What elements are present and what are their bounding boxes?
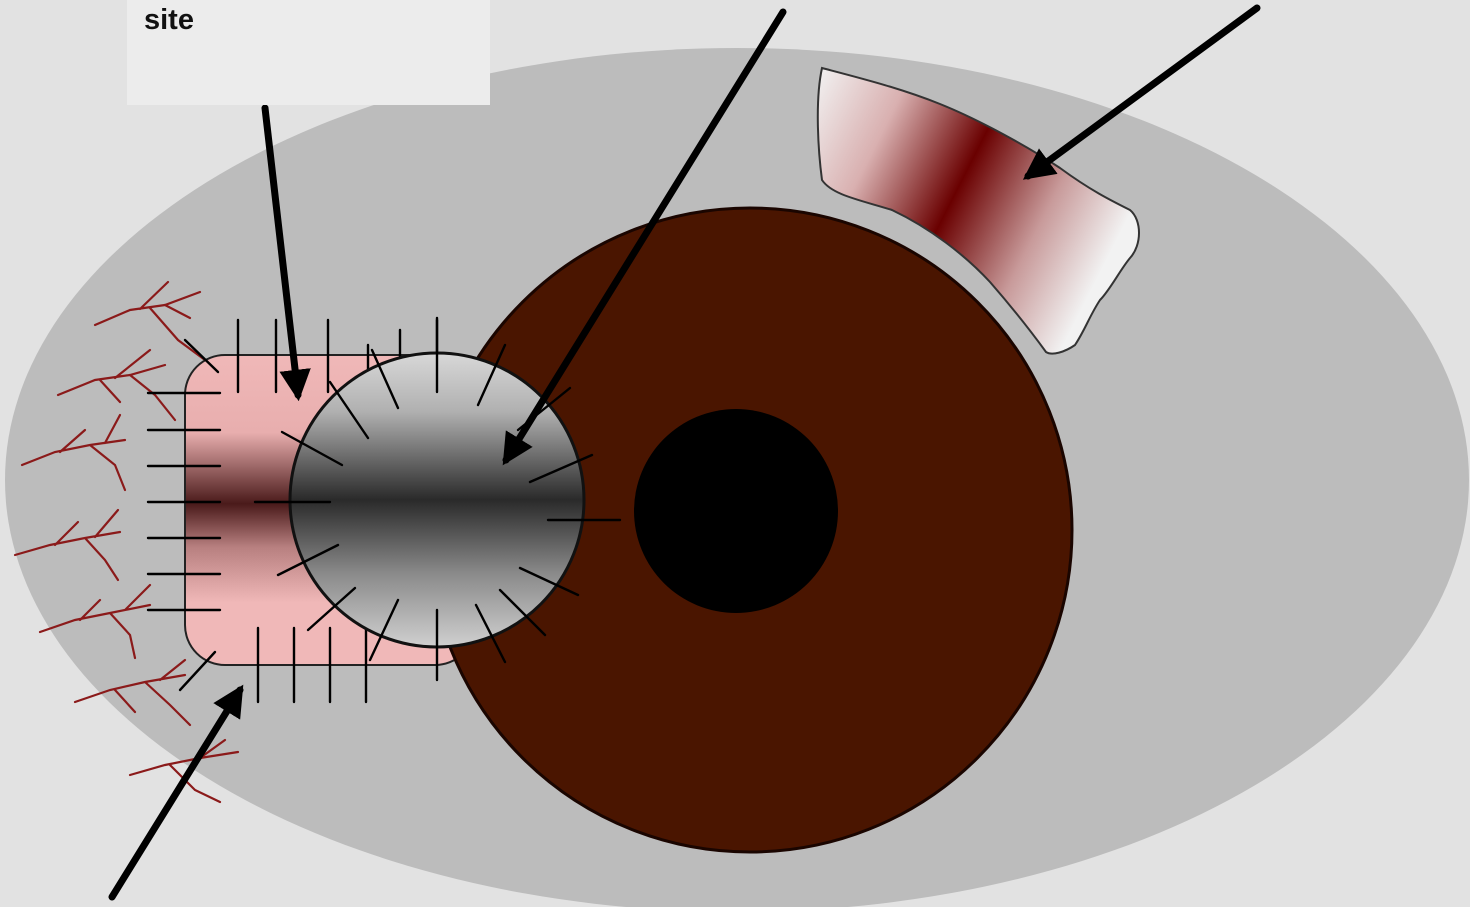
button-graft <box>290 353 584 647</box>
label-text: site <box>144 4 194 36</box>
label-box: site <box>127 0 490 105</box>
pupil <box>634 409 838 613</box>
